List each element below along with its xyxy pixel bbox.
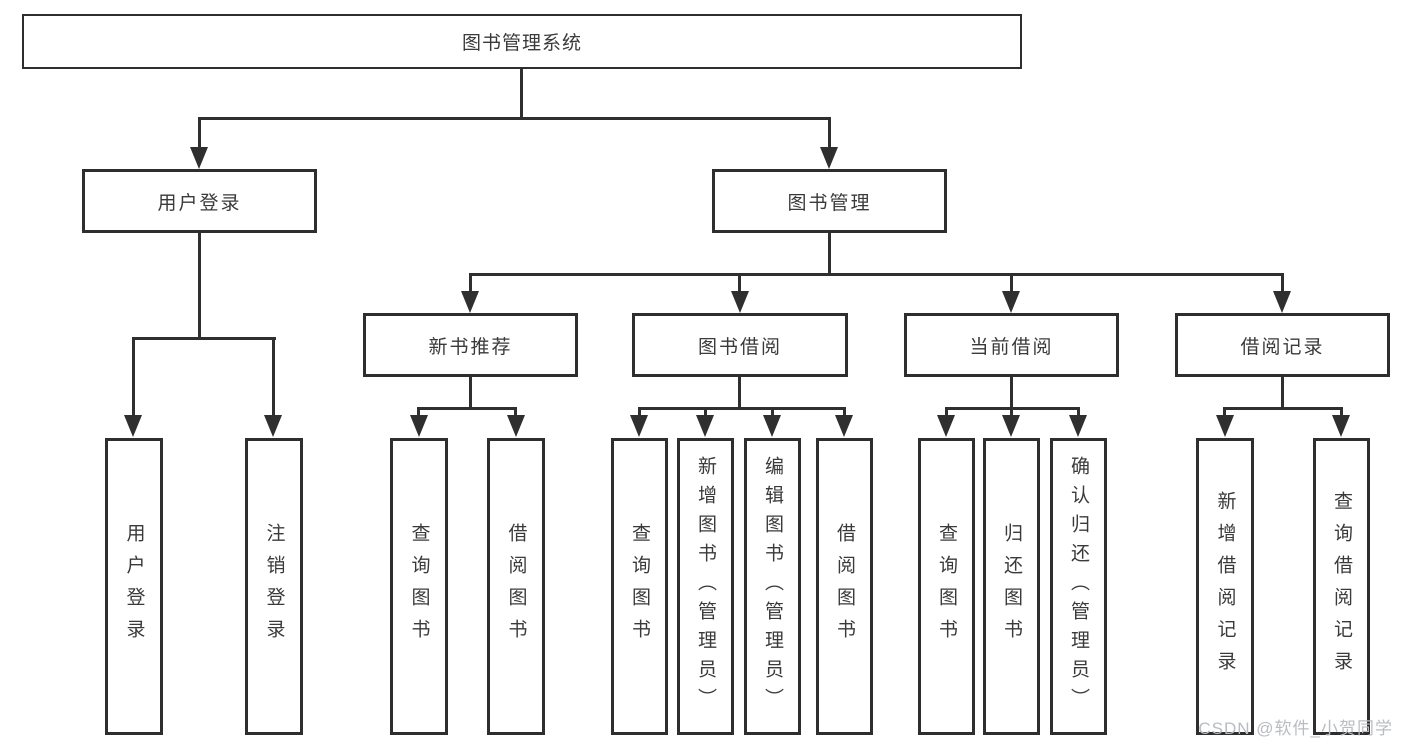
arrowhead-g5-leaf-1 xyxy=(1216,415,1234,437)
leaf-query-books-current: 查询图书 xyxy=(918,438,975,735)
node-new-book-recommendation: 新书推荐 xyxy=(363,313,578,377)
node-book-borrowing: 图书借阅 xyxy=(632,313,848,377)
arrowhead-g5-leaf-2 xyxy=(1332,415,1350,437)
connector-user-login-drop-1 xyxy=(132,337,135,415)
node-book-management: 图书管理 xyxy=(712,169,947,233)
arrowhead-g3-leaf-1 xyxy=(630,415,648,437)
connector-root-stem xyxy=(520,69,523,117)
leaf-query-books-recommend: 查询图书 xyxy=(390,438,448,735)
arrowhead-g4-leaf-2 xyxy=(1002,415,1020,437)
arrowhead-g3-leaf-3 xyxy=(763,415,781,437)
connector-current-borrowing-drop-3 xyxy=(1077,407,1080,415)
connector-user-login-bar xyxy=(132,337,276,340)
arrowhead-to-new-book-recommendation xyxy=(461,291,479,313)
connector-new-book-bar xyxy=(417,407,517,410)
arrowhead-g4-leaf-1 xyxy=(937,415,955,437)
leaf-add-borrow-record: 新增借阅记录 xyxy=(1196,438,1254,735)
arrowhead-to-leaf-user-login xyxy=(124,415,142,437)
connector-book-borrowing-stem xyxy=(738,377,741,407)
arrowhead-to-leaf-logout xyxy=(264,415,282,437)
connector-drop-new-book xyxy=(469,273,472,291)
connector-user-login-stem xyxy=(198,233,201,337)
leaf-query-books-borrowing: 查询图书 xyxy=(611,438,668,735)
arrowhead-g3-leaf-2 xyxy=(696,415,714,437)
connector-book-borrowing-drop-3 xyxy=(771,407,774,415)
connector-borrowing-records-stem xyxy=(1281,377,1284,407)
connector-new-book-stem xyxy=(469,377,472,407)
leaf-borrow-books-recommend: 借阅图书 xyxy=(487,438,545,735)
connector-new-book-drop-2 xyxy=(514,407,517,415)
leaf-borrow-books: 借阅图书 xyxy=(816,438,873,735)
csdn-watermark: CSDN @软件_小贺同学 xyxy=(1198,719,1393,738)
arrowhead-to-book-management xyxy=(820,147,838,169)
connector-borrowing-records-bar xyxy=(1223,407,1343,410)
connector-root-drop-left xyxy=(198,117,201,147)
leaf-confirm-return-admin: 确认归还（管理员） xyxy=(1050,438,1107,735)
connector-book-borrowing-drop-1 xyxy=(638,407,641,415)
connector-current-borrowing-drop-2 xyxy=(1010,407,1013,415)
connector-drop-borrowing-records xyxy=(1281,273,1284,291)
leaf-return-books: 归还图书 xyxy=(983,438,1040,735)
node-current-borrowing: 当前借阅 xyxy=(904,313,1119,377)
arrowhead-to-user-login xyxy=(190,147,208,169)
connector-book-borrowing-drop-2 xyxy=(704,407,707,415)
connector-borrowing-records-drop-2 xyxy=(1340,407,1343,415)
connector-book-management-stem xyxy=(828,233,831,273)
connector-root-bar xyxy=(198,117,831,120)
connector-user-login-drop-2 xyxy=(272,337,275,415)
arrowhead-g2-leaf-2 xyxy=(507,415,525,437)
leaf-edit-book-admin: 编辑图书（管理员） xyxy=(744,438,801,735)
connector-new-book-drop-1 xyxy=(417,407,420,415)
node-borrowing-records: 借阅记录 xyxy=(1175,313,1390,377)
node-root: 图书管理系统 xyxy=(22,14,1022,69)
connector-current-borrowing-stem xyxy=(1010,377,1013,407)
connector-book-borrowing-drop-4 xyxy=(843,407,846,415)
leaf-add-book-admin: 新增图书（管理员） xyxy=(677,438,734,735)
arrowhead-g2-leaf-1 xyxy=(410,415,428,437)
arrowhead-to-current-borrowing xyxy=(1002,291,1020,313)
connector-borrowing-records-drop-1 xyxy=(1223,407,1226,415)
node-user-login: 用户登录 xyxy=(82,169,317,233)
connector-book-management-bar xyxy=(469,273,1284,276)
connector-drop-book-borrowing xyxy=(738,273,741,291)
arrowhead-g3-leaf-4 xyxy=(835,415,853,437)
connector-current-borrowing-drop-1 xyxy=(945,407,948,415)
leaf-logout: 注销登录 xyxy=(245,438,303,735)
arrowhead-to-book-borrowing xyxy=(731,291,749,313)
connector-drop-current-borrowing xyxy=(1010,273,1013,291)
connector-root-drop-right xyxy=(828,117,831,147)
arrowhead-to-borrowing-records xyxy=(1273,291,1291,313)
leaf-user-login: 用户登录 xyxy=(105,438,163,735)
arrowhead-g4-leaf-3 xyxy=(1069,415,1087,437)
leaf-query-borrow-record: 查询借阅记录 xyxy=(1313,438,1370,735)
connector-book-borrowing-bar xyxy=(638,407,846,410)
